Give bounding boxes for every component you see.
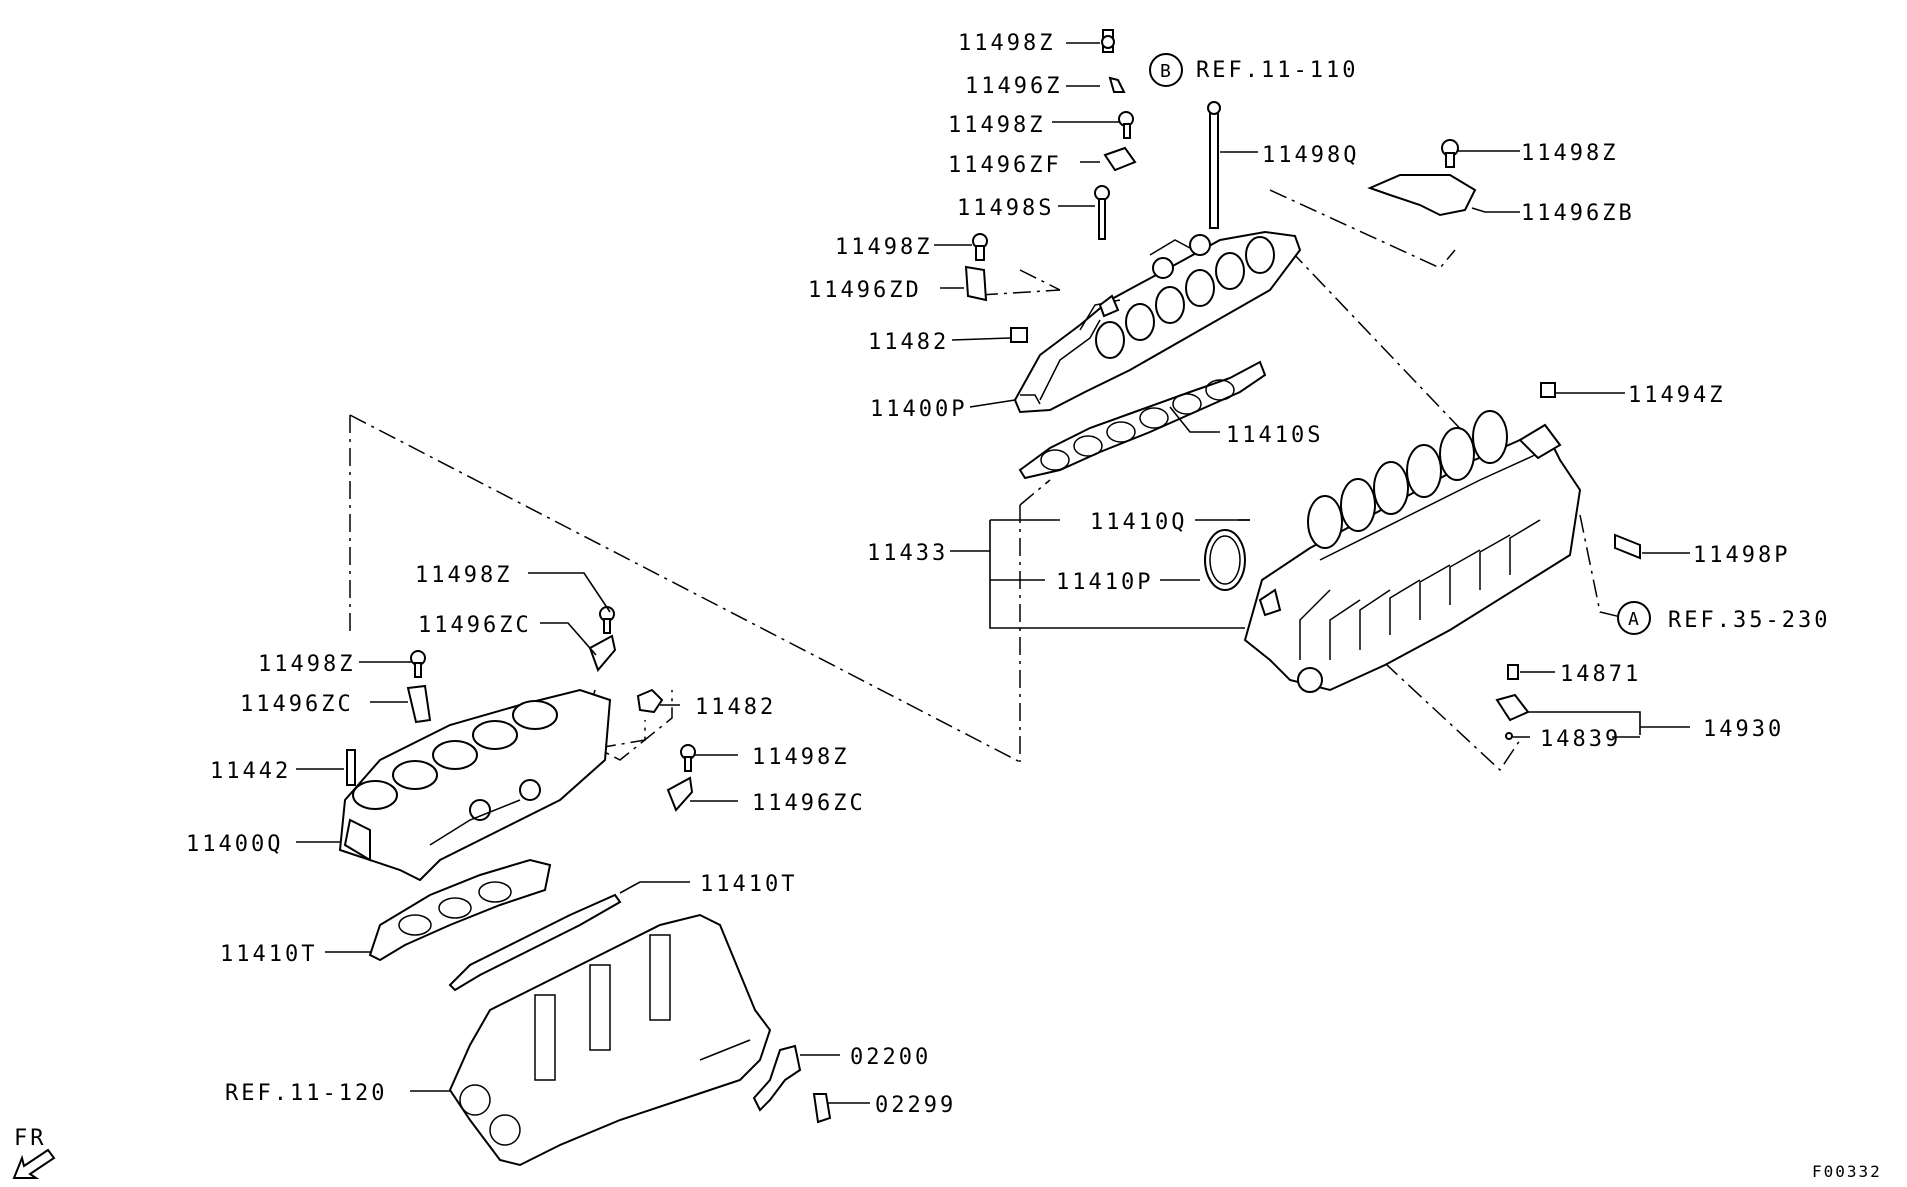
part-labels: 11498Z 11496Z 11498Z 11496ZF 11498S 1149… bbox=[186, 31, 1882, 1181]
upper-manifold-11400p bbox=[1013, 230, 1302, 414]
label-11496zf: 11496ZF bbox=[948, 153, 1062, 178]
label-11442: 11442 bbox=[210, 759, 291, 784]
reference-markers: B A bbox=[1149, 53, 1651, 635]
label-11400p: 11400P bbox=[870, 397, 967, 422]
label-11496zb: 11496ZB bbox=[1521, 201, 1635, 226]
label-11400q: 11400Q bbox=[186, 832, 283, 857]
label-ref-11-120: REF.11-120 bbox=[225, 1081, 387, 1106]
leader-lines bbox=[296, 42, 1690, 1104]
label-11496zd: 11496ZD bbox=[808, 278, 922, 303]
label-11498z-3: 11498Z bbox=[835, 235, 932, 260]
label-11482-2: 11482 bbox=[695, 695, 776, 720]
label-14930: 14930 bbox=[1703, 717, 1784, 742]
label-11498z-4: 11498Z bbox=[1521, 141, 1618, 166]
gaskets-11410t bbox=[368, 858, 622, 992]
label-11410p: 11410P bbox=[1056, 570, 1153, 595]
circle-marker-b-label: B bbox=[1160, 61, 1171, 82]
gaskets-11410q bbox=[1204, 410, 1508, 591]
label-11496zc-1: 11496ZC bbox=[418, 613, 532, 638]
circle-marker-a-label: A bbox=[1628, 609, 1639, 630]
label-11410q: 11410Q bbox=[1090, 510, 1187, 535]
label-02200: 02200 bbox=[850, 1045, 931, 1070]
label-11498s: 11498S bbox=[957, 196, 1054, 221]
label-11498z-7: 11498Z bbox=[752, 745, 849, 770]
front-arrow-icon bbox=[12, 1148, 56, 1179]
label-ref-35-230: REF.35-230 bbox=[1668, 608, 1830, 633]
lower-manifold-11400q bbox=[338, 688, 612, 882]
label-11496z: 11496Z bbox=[965, 74, 1062, 99]
label-14839: 14839 bbox=[1540, 727, 1621, 752]
label-11496zc-2: 11496ZC bbox=[240, 692, 354, 717]
label-11498q: 11498Q bbox=[1262, 143, 1359, 168]
small-parts bbox=[346, 29, 1641, 1124]
front-direction-indicator: FR bbox=[12, 1126, 56, 1179]
label-11433: 11433 bbox=[867, 541, 948, 566]
label-02299: 02299 bbox=[875, 1093, 956, 1118]
label-14871: 14871 bbox=[1560, 662, 1641, 687]
circle-marker-b bbox=[1149, 53, 1183, 87]
label-11498z-1: 11498Z bbox=[958, 31, 1055, 56]
label-11498z-6: 11498Z bbox=[258, 652, 355, 677]
label-11498p: 11498P bbox=[1693, 543, 1790, 568]
label-11498z-5: 11498Z bbox=[415, 563, 512, 588]
figure-code: F00332 bbox=[1812, 1162, 1882, 1181]
label-11410t-1: 11410T bbox=[700, 872, 797, 897]
label-11482-1: 11482 bbox=[868, 330, 949, 355]
gasket-11410s bbox=[1018, 360, 1267, 480]
label-11410t-2: 11410T bbox=[220, 942, 317, 967]
label-ref-11-110: REF.11-110 bbox=[1196, 58, 1358, 83]
label-11494z: 11494Z bbox=[1628, 383, 1725, 408]
front-label: FR bbox=[14, 1126, 47, 1151]
engine-block-ref-11-120 bbox=[448, 913, 772, 1167]
label-11496zc-3: 11496ZC bbox=[752, 791, 866, 816]
circle-marker-a bbox=[1617, 601, 1651, 635]
label-11410s: 11410S bbox=[1226, 423, 1323, 448]
intake-manifold-11433 bbox=[1243, 423, 1582, 693]
label-11498z-2: 11498Z bbox=[948, 113, 1045, 138]
